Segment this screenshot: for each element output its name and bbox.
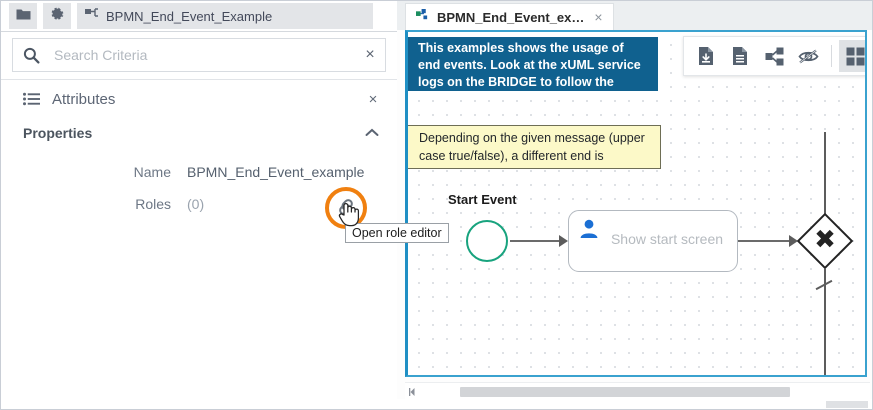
document-icon[interactable] [724,40,756,72]
chevron-up-icon[interactable] [361,121,383,143]
start-event-label: Start Event [448,192,517,207]
name-field-label: Name [133,164,171,180]
diagram-panel: BPMN_End_Event_ex… × This examples shows… [397,1,872,409]
diagram-tab-bar: BPMN_End_Event_ex… × [397,1,872,30]
model-tab-label: BPMN_End_Event_Example [106,8,273,24]
toolbar-separator [831,45,832,67]
start-event-node[interactable] [466,220,508,262]
flow-arrow-head-gateway [789,235,798,247]
user-icon [578,218,600,243]
search-input[interactable] [52,46,355,64]
diagram-toolbar [683,36,865,76]
attributes-close-button[interactable]: × [368,90,378,108]
flow-connector-task-to-gateway [738,240,790,242]
diagram-tab-close-button[interactable]: × [594,9,603,25]
gateway-line-down [824,269,826,375]
roles-field-label: Roles [135,196,171,212]
search-bar[interactable]: × [12,38,386,72]
bottom-scroll-thumb[interactable] [826,401,868,408]
tooltip: Open role editor [345,223,449,243]
attributes-title: Attributes [52,90,116,108]
diagram-banner-note: This examples shows the usage of end eve… [408,37,658,91]
scroll-left-arrow[interactable] [405,384,420,399]
exclusive-gateway-node[interactable]: ✖ [796,212,854,270]
scrollbar-track[interactable] [420,386,870,398]
diagram-yellow-note: Depending on the given message (upper ca… [408,125,661,169]
name-field-value[interactable]: BPMN_End_Event_example [187,164,365,180]
diagram-canvas[interactable]: This examples shows the usage of end eve… [405,30,867,377]
diagram-tab[interactable]: BPMN_End_Event_ex… × [405,3,614,30]
search-clear-button[interactable]: × [365,46,375,63]
scrollbar-thumb[interactable] [460,386,790,397]
search-icon [23,47,40,64]
folder-icon [16,8,31,24]
share-icon[interactable] [758,40,790,72]
grid-icon[interactable] [839,40,865,72]
horizontal-scrollbar[interactable] [405,382,870,400]
flow-arrow-head-task [559,235,568,247]
gateway-x-marker: ✖ [814,225,836,255]
task-node-label: Show start screen [610,231,724,247]
gear-icon [50,7,65,25]
list-icon [23,92,40,106]
flow-connector-start-to-task [510,240,560,242]
task-node-show-start-screen[interactable]: Show start screen [568,210,738,272]
properties-label: Properties [23,125,93,141]
field-row-name: Name BPMN_End_Event_example [1,161,397,183]
model-tab[interactable]: BPMN_End_Event_Example [77,3,373,29]
left-tab-bar: BPMN_End_Event_Example [1,1,397,32]
diagram-tab-label: BPMN_End_Event_ex… [437,9,585,25]
document-download-icon[interactable] [690,40,722,72]
settings-tab[interactable] [43,3,71,29]
diagram-icon [416,9,429,25]
link-icon [335,196,357,221]
field-row-roles: Roles (0) [1,193,397,215]
roles-field-value[interactable]: (0) [187,196,205,212]
bottom-strip [397,399,872,409]
folder-tab[interactable] [9,3,37,29]
properties-section-header[interactable]: Properties [1,121,397,145]
tree-icon [85,8,99,24]
attributes-header: Attributes × [1,83,397,115]
eye-off-icon[interactable] [792,40,824,72]
search-divider [1,79,397,80]
gateway-line-up [824,132,826,214]
